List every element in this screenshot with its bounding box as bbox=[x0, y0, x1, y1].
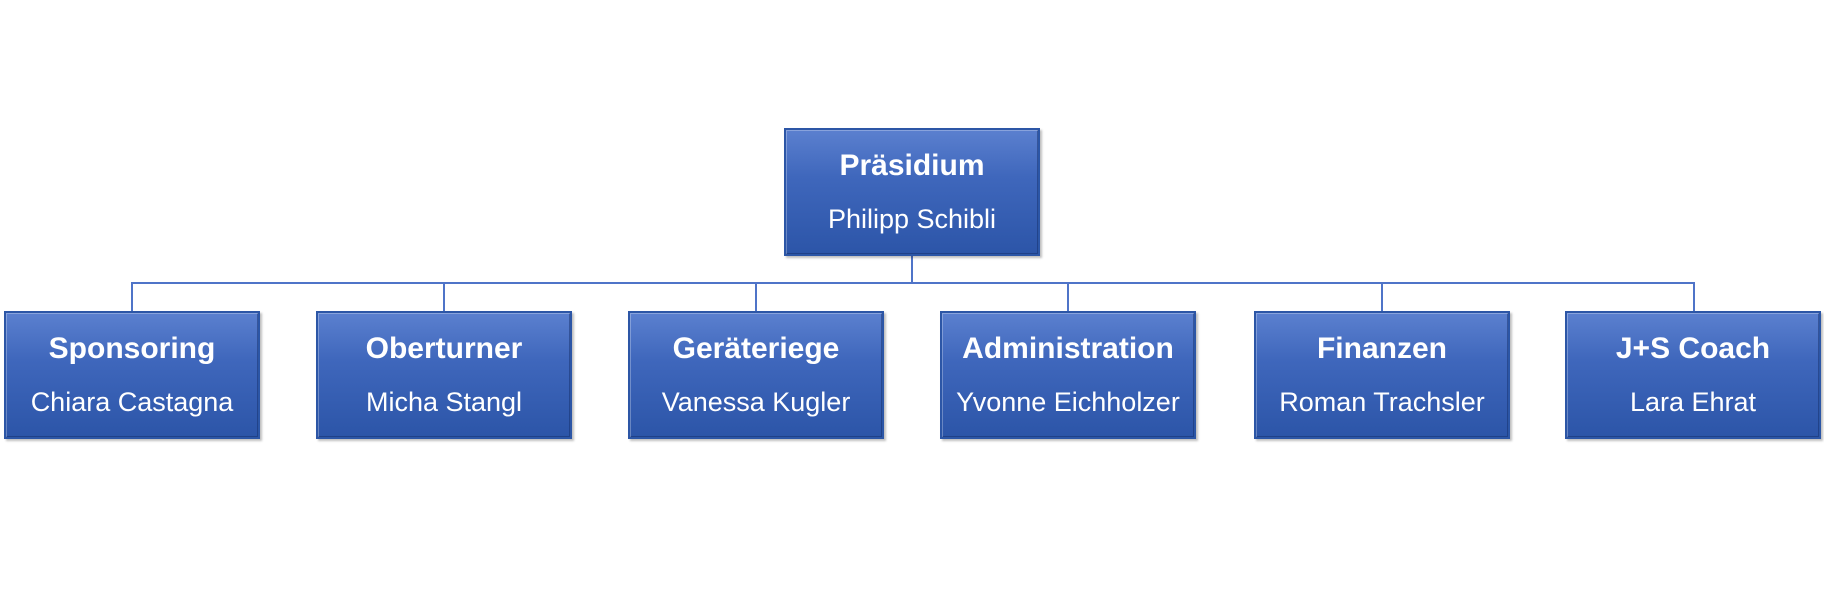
unit-person: Roman Trachsler bbox=[1279, 387, 1485, 417]
org-unit-box: Geräteriege Vanessa Kugler bbox=[628, 311, 884, 439]
unit-person: Micha Stangl bbox=[365, 387, 523, 417]
unit-person: Lara Ehrat bbox=[1629, 387, 1757, 417]
root-box: Präsidium Philipp Schibli bbox=[784, 128, 1040, 256]
child-connector bbox=[443, 282, 445, 312]
unit-role: Oberturner bbox=[365, 332, 523, 365]
unit-person: Chiara Castagna bbox=[30, 387, 234, 417]
org-unit-box: Sponsoring Chiara Castagna bbox=[4, 311, 260, 439]
org-unit-box: Administration Yvonne Eichholzer bbox=[940, 311, 1196, 439]
unit-role: Finanzen bbox=[1316, 332, 1447, 365]
unit-person: Yvonne Eichholzer bbox=[956, 387, 1180, 417]
root-role: Präsidium bbox=[839, 149, 985, 182]
child-connector bbox=[1693, 282, 1695, 312]
root-person: Philipp Schibli bbox=[827, 204, 997, 234]
horizontal-connector bbox=[131, 282, 1695, 284]
child-connector bbox=[755, 282, 757, 312]
unit-role: J+S Coach bbox=[1615, 332, 1771, 365]
unit-role: Sponsoring bbox=[48, 332, 216, 365]
unit-role: Administration bbox=[962, 332, 1174, 365]
org-unit-box: J+S Coach Lara Ehrat bbox=[1565, 311, 1821, 439]
unit-role: Geräteriege bbox=[672, 332, 840, 365]
org-unit-box: Oberturner Micha Stangl bbox=[316, 311, 572, 439]
root-connector bbox=[911, 256, 913, 284]
child-connector bbox=[1381, 282, 1383, 312]
child-connector bbox=[131, 282, 133, 312]
unit-person: Vanessa Kugler bbox=[661, 387, 851, 417]
org-unit-box: Finanzen Roman Trachsler bbox=[1254, 311, 1510, 439]
child-connector bbox=[1067, 282, 1069, 312]
